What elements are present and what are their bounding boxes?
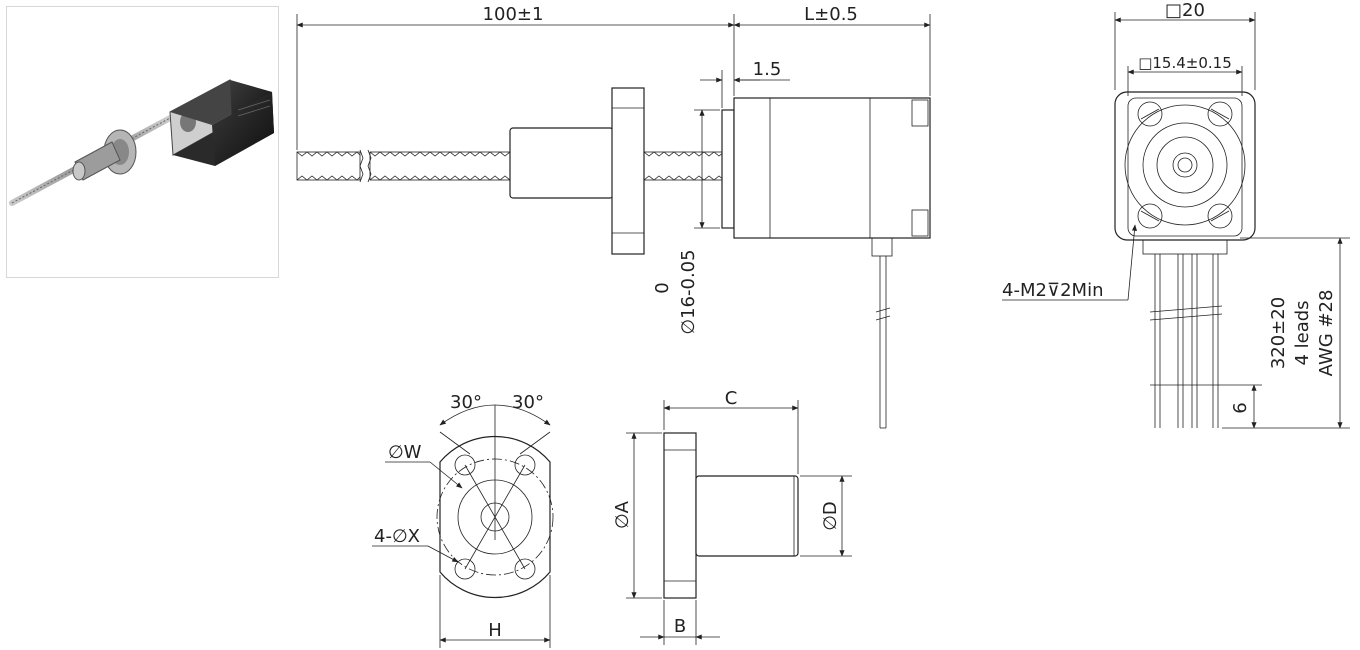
pilot-diameter-dim: ∅16-0.05 bbox=[678, 249, 699, 334]
tapped-holes-note: 4-M2⊽2Min bbox=[1002, 280, 1104, 301]
body-square-dim: □20 bbox=[1165, 0, 1205, 21]
holes-label: 4-∅X bbox=[374, 526, 420, 547]
screw-length-dim: 100±1 bbox=[483, 4, 544, 25]
angle-right-label: 30° bbox=[512, 392, 544, 413]
flange-thickness-dim: B bbox=[674, 616, 686, 637]
strip-length-dim: 6 bbox=[1230, 402, 1251, 413]
pilot-tolerance-dim: 0 bbox=[652, 282, 673, 293]
lead-count-note: 4 leads bbox=[1292, 300, 1313, 365]
nut-length-dim: C bbox=[725, 388, 738, 409]
pilot-offset-dim: 1.5 bbox=[753, 59, 782, 80]
nut-side-view: C ∅A ∅D B bbox=[612, 388, 852, 645]
hole-square-dim: □15.4±0.15 bbox=[1138, 54, 1232, 72]
end-view: □20 □15.4±0.15 4-M2⊽2Min 320±20 4 leads … bbox=[1002, 0, 1350, 429]
flange-diameter-dim: ∅A bbox=[612, 500, 633, 529]
lead-gauge-note: AWG #28 bbox=[1316, 290, 1337, 377]
motor-length-dim: L±0.5 bbox=[804, 4, 858, 25]
pitch-diameter-label: ∅W bbox=[388, 442, 422, 463]
side-view: 100±1 L±0.5 1.5 0 ∅16-0.05 bbox=[296, 4, 931, 429]
body-diameter-dim: ∅D bbox=[820, 501, 841, 531]
stepper-motor-photo bbox=[9, 79, 274, 206]
lead-length-dim: 320±20 bbox=[1268, 297, 1289, 369]
flange-width-dim: H bbox=[488, 620, 502, 641]
nut-front-view: 30° 30° ∅W 4-∅X H bbox=[372, 392, 554, 648]
angle-left-label: 30° bbox=[450, 392, 482, 413]
